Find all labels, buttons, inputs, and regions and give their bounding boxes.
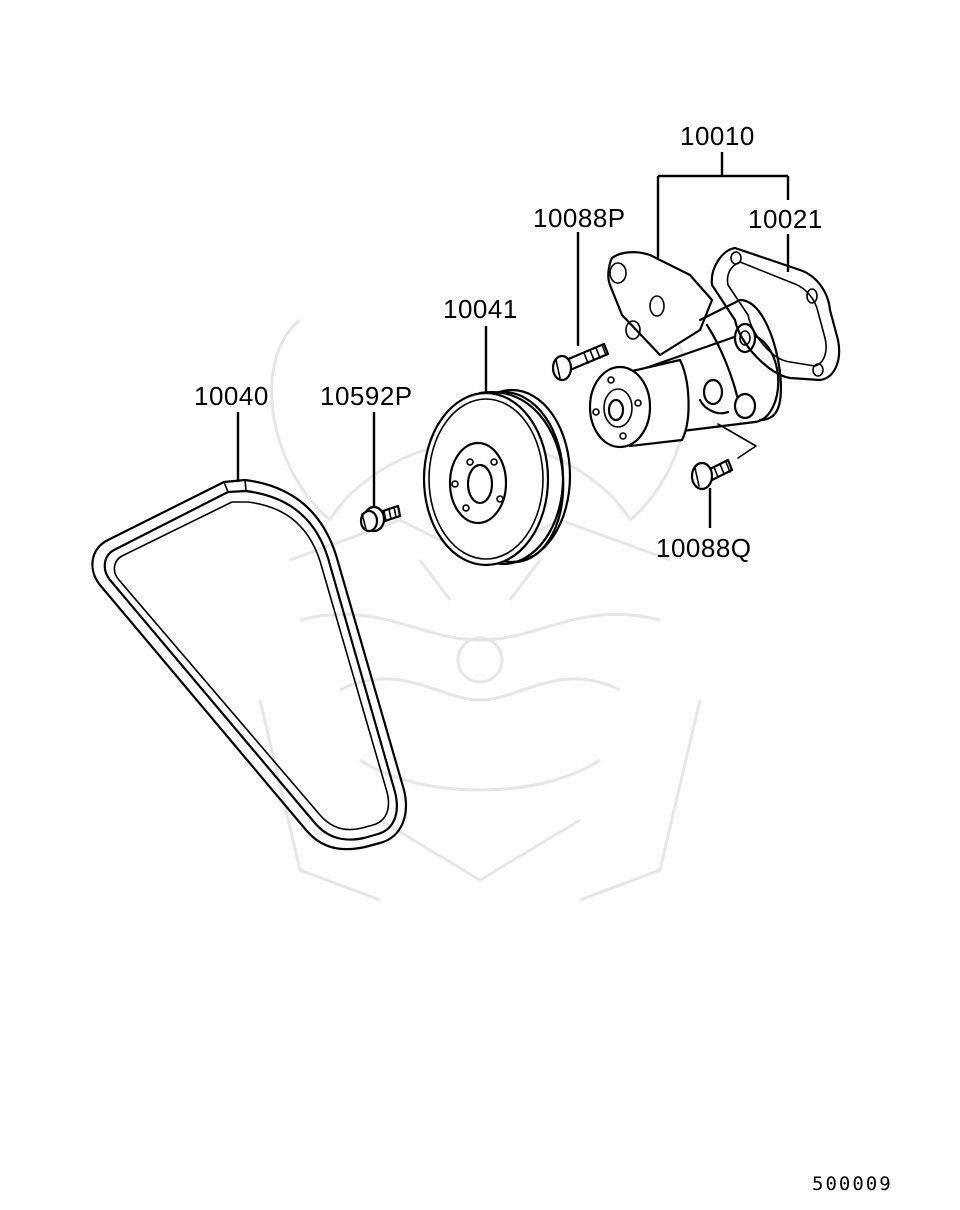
label-10021: 10021 <box>748 204 823 234</box>
watermark-emblem <box>258 318 702 902</box>
label-10041: 10041 <box>443 294 518 324</box>
bolt-10088q[interactable] <box>690 458 734 491</box>
bolt-10088p[interactable] <box>551 342 610 382</box>
label-10592p: 10592P <box>320 381 413 411</box>
bolt-10592p[interactable] <box>359 504 402 533</box>
v-belt[interactable] <box>91 478 408 851</box>
label-10088q: 10088Q <box>656 533 752 563</box>
water-pump[interactable] <box>588 251 782 449</box>
label-10088p: 10088P <box>533 203 626 233</box>
gasket[interactable] <box>710 246 841 382</box>
leader-lines <box>236 152 790 528</box>
diagram-reference-code: 500009 <box>812 1173 893 1195</box>
label-10010: 10010 <box>680 121 755 151</box>
label-10040: 10040 <box>194 381 269 411</box>
pulley[interactable] <box>422 388 572 567</box>
